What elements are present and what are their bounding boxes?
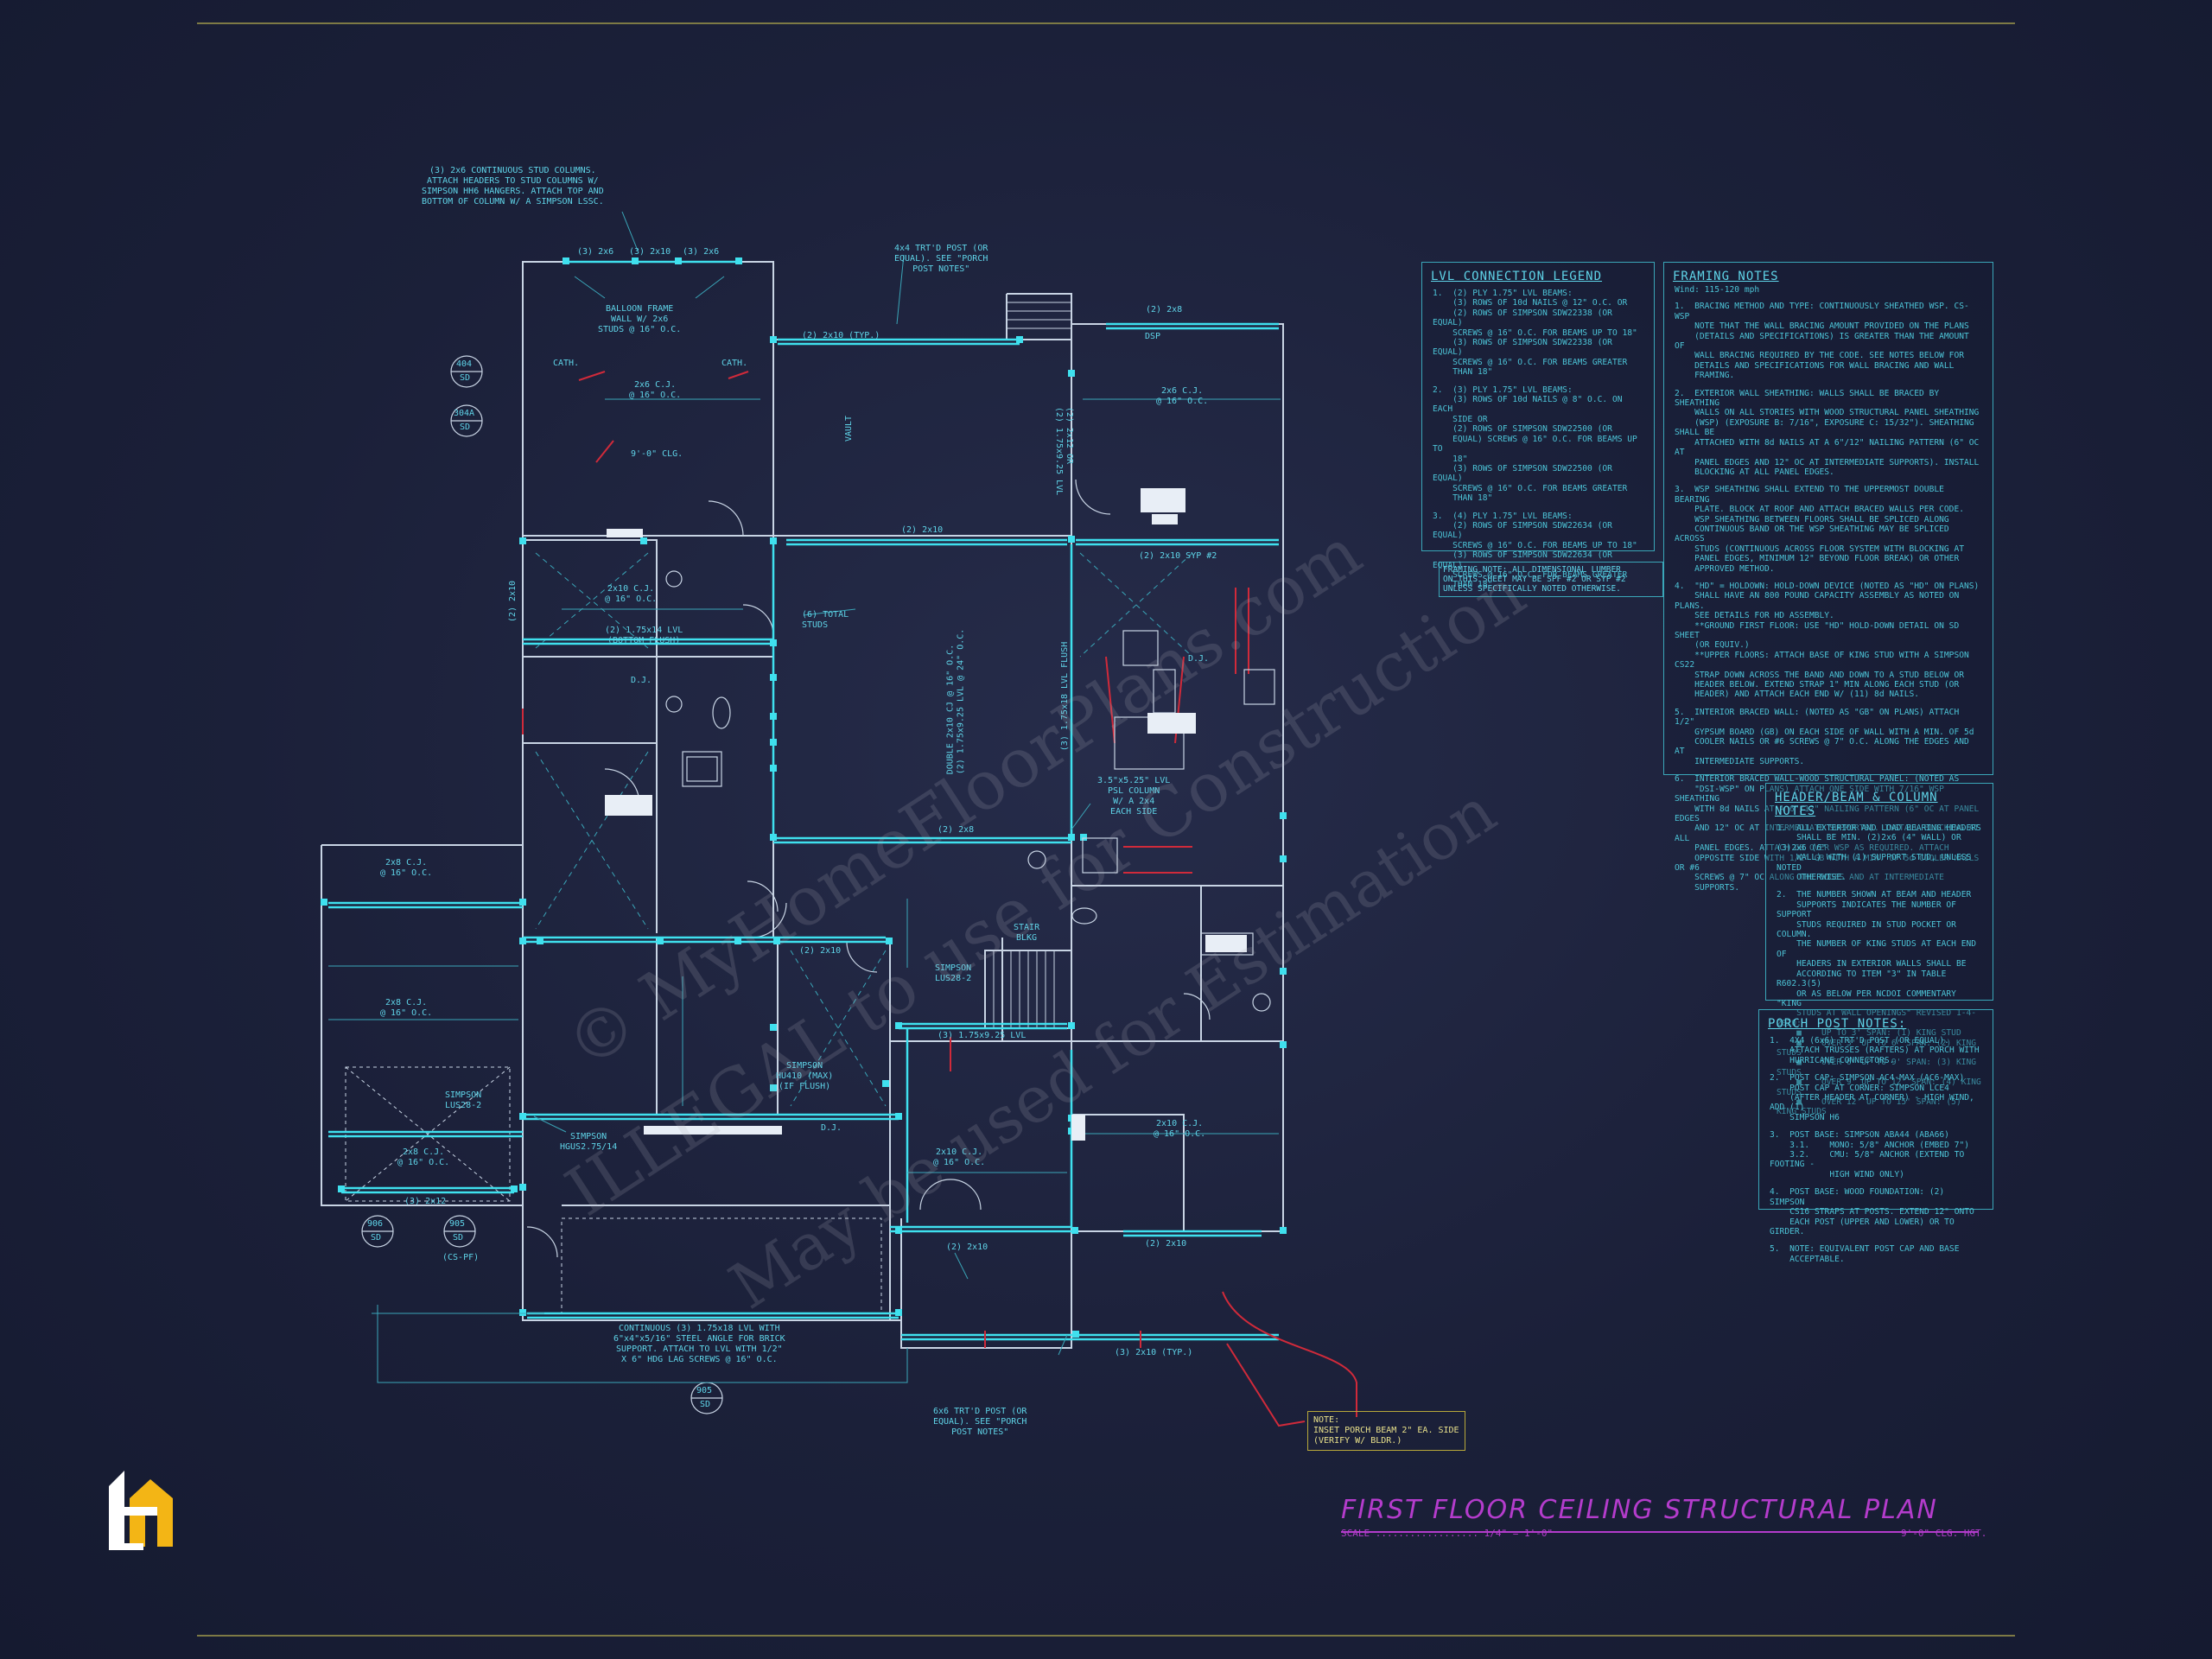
bottom-border-rule (197, 1635, 2015, 1637)
member-cj-2x10-lower-right: 2x10 C.J. @ 16" O.C. (933, 1147, 986, 1167)
callout-simpson-lus-left: SIMPSON LUS28-2 (445, 1090, 482, 1110)
label-dj: D.J. (631, 676, 652, 685)
porch-note-item: 2. POST CAP: SIMPSON AC4-MAX (AC6-MAX) P… (1770, 1073, 1974, 1122)
section-mark-404-num: 404 (456, 359, 473, 369)
member-2x10-bottom: (2) 2x10 (946, 1243, 988, 1252)
porch-note-item: 1. 4X4 (6x6) TRT'D POST (OR EQUAL). ATTA… (1770, 1036, 1980, 1065)
lvl-connection-legend-panel: LVL CONNECTION LEGEND 1. (2) PLY 1.75" L… (1421, 262, 1655, 589)
lvl-legend-item: 2. (3) PLY 1.75" LVL BEAMS: (3) ROWS OF … (1433, 385, 1637, 504)
label-clg: 9'-0" CLG. (631, 449, 683, 459)
member-2x8-mid: (2) 2x8 (938, 825, 975, 835)
lvl-legend-item: 3. (4) PLY 1.75" LVL BEAMS: (2) ROWS OF … (1433, 511, 1637, 590)
member-2x10-syp: (2) 2x10 SYP #2 (1139, 551, 1217, 561)
section-mark-906-num: 906 (367, 1219, 384, 1229)
callout-total-studs: (6) TOTAL STUDS (802, 610, 849, 630)
member-lvl-bottom-flush: (2) 1.75x14 LVL (BOTTOM FLUSH) (605, 626, 683, 645)
framing-note-item: 2. EXTERIOR WALL SHEATHING: WALLS SHALL … (1675, 388, 1980, 477)
header-note-item: 1. ALL EXTERIOR AND LOAD BEARING HEADERS… (1777, 823, 1981, 883)
callout-stud-columns: (3) 2x6 CONTINUOUS STUD COLUMNS. ATTACH … (422, 166, 604, 207)
member-2x10-typ: (2) 2x10 (TYP.) (802, 331, 880, 340)
label-dsp: DSP (1145, 332, 1161, 341)
label-dj-3: D.J. (821, 1123, 842, 1133)
member-3-2x6-a: (3) 2x6 (577, 247, 614, 257)
member-cj-2x6-right: 2x6 C.J. @ 16" O.C. (1156, 386, 1209, 406)
member-2x12-right-vertical: (2) 2x12 OR (2) 1.75x9.25 LVL (1054, 406, 1075, 496)
member-cj-2x10-left: 2x10 C.J. @ 16" O.C. (605, 584, 658, 604)
member-2x10-typ-bottom: (3) 2x10 (TYP.) (1115, 1348, 1193, 1357)
note-porch-beam: NOTE: INSET PORCH BEAM 2" EA. SIDE (VERI… (1307, 1411, 1465, 1451)
header-note-item: 2. THE NUMBER SHOWN AT BEAM AND HEADER S… (1777, 890, 1981, 1117)
member-3-2x12: (3) 2x12 (404, 1197, 447, 1206)
callout-porch-post-bottom: 6x6 TRT'D POST (OR EQUAL). SEE "PORCH PO… (933, 1407, 1027, 1437)
member-3-2x6-b: (3) 2x6 (683, 247, 720, 257)
header-beam-column-notes-panel: HEADER/BEAM & COLUMN NOTES 1. ALL EXTERI… (1765, 783, 1993, 1116)
lvl-legend-title: LVL CONNECTION LEGEND (1431, 270, 1603, 283)
member-lvl-lower: (3) 1.75x9.25 LVL (938, 1031, 1027, 1040)
sheet-title: FIRST FLOOR CEILING STRUCTURAL PLAN (1341, 1495, 1938, 1525)
member-2x10-left-vertical: (2) 2x10 (508, 580, 518, 623)
ceiling-height: 9'-0" CLG. HGT. (1901, 1528, 1987, 1539)
member-cj-2x6: 2x6 C.J. @ 16" O.C. (629, 380, 682, 400)
member-2x10-lower: (2) 2x10 (799, 946, 842, 956)
section-mark-906-sheet: SD (371, 1233, 382, 1243)
framing-notes-panel: FRAMING NOTES Wind: 115-120 mph 1. BRACI… (1663, 262, 1993, 893)
member-cj-2x8-left-2: 2x8 C.J. @ 16" O.C. (380, 998, 433, 1018)
top-border-rule (197, 22, 2015, 24)
framing-note-item: 3. WSP SHEATHING SHALL EXTEND TO THE UPP… (1675, 485, 1965, 574)
title-underline (1341, 1531, 1979, 1533)
framing-note-item: 5. INTERIOR BRACED WALL: (NOTED AS "GB" … (1675, 707, 1974, 766)
member-2x10-mid: (2) 2x10 (901, 525, 944, 535)
house-logo-icon (109, 1471, 173, 1550)
porch-post-notes-panel: PORCH POST NOTES: 1. 4X4 (6x6) TRT'D POS… (1758, 1009, 1993, 1264)
framing-notes-title: FRAMING NOTES (1673, 270, 1779, 283)
section-mark-905b-sheet: SD (700, 1400, 711, 1409)
note-framing-lumber: FRAMING NOTE: ALL DIMENSIONAL LUMBER ON … (1439, 562, 1663, 597)
header-notes-title: HEADER/BEAM & COLUMN NOTES (1775, 791, 1938, 818)
callout-simpson-hu: SIMPSON HU410 (MAX) (IF FLUSH) (776, 1061, 834, 1091)
member-3-2x10: (3) 2x10 (629, 247, 671, 257)
label-cath-2: CATH. (721, 359, 748, 368)
label-cath: CATH. (553, 359, 580, 368)
scale-label: SCALE (1341, 1528, 1370, 1539)
member-2x10-bottom-2: (2) 2x10 (1145, 1239, 1187, 1249)
section-mark-905-num: 905 (449, 1219, 466, 1229)
framing-note-item: 6. INTERIOR BRACED WALL-WOOD STRUCTURAL … (1675, 774, 1980, 893)
callout-brick-lvl: CONTINUOUS (3) 1.75x18 LVL WITH 6"x4"x5/… (613, 1324, 785, 1364)
callout-balloon-frame: BALLOON FRAME WALL W/ 2x6 STUDS @ 16" O.… (598, 304, 682, 334)
framing-note-item: 1. BRACING METHOD AND TYPE: CONTINUOUSLY… (1675, 302, 1969, 381)
member-cj-2x10-lower-right-2: 2x10 C.J. @ 16" O.C. (1154, 1119, 1206, 1139)
section-mark-404-sheet: SD (460, 373, 471, 383)
sheet-scale: SCALE .................. 1/4" = 1'-0" (1341, 1528, 1553, 1539)
member-cj-2x8-left: 2x8 C.J. @ 16" O.C. (380, 858, 433, 878)
porch-note-item: 5. NOTE: EQUIVALENT POST CAP AND BASE AC… (1770, 1244, 1960, 1264)
scale-leader: .................. (1375, 1528, 1484, 1539)
section-mark-905-sheet: SD (453, 1233, 464, 1243)
member-2x8-top: (2) 2x8 (1146, 305, 1183, 315)
framing-notes-subtitle: Wind: 115-120 mph (1675, 285, 1760, 295)
section-mark-905b-num: 905 (696, 1386, 713, 1395)
callout-simpson-lus: SIMPSON LUS28-2 (935, 963, 972, 983)
label-vault: VAULT (844, 415, 855, 442)
callout-porch-post-top: 4x4 TRT'D POST (OR EQUAL). SEE "PORCH PO… (894, 244, 988, 274)
porch-notes-title: PORCH POST NOTES: (1768, 1017, 1907, 1031)
member-cj-2x8-left-3: 2x8 C.J. @ 16" O.C. (397, 1147, 450, 1167)
callout-simpson-hgus: SIMPSON HGUS2.75/14 (560, 1132, 618, 1152)
label-stair-blkg: STAIR BLKG (1014, 923, 1040, 943)
label-cs-pf: (CS-PF) (442, 1253, 480, 1262)
framing-note-item: 4. "HD" = HOLDOWN: HOLD-DOWN DEVICE (NOT… (1675, 581, 1980, 700)
porch-note-item: 4. POST BASE: WOOD FOUNDATION: (2) SIMPS… (1770, 1187, 1974, 1236)
section-mark-304a-sheet: SD (460, 423, 471, 432)
section-mark-304a-num: 304A (454, 409, 475, 418)
porch-note-item: 3. POST BASE: SIMPSON ABA44 (ABA66) 3.1.… (1770, 1130, 1970, 1179)
label-dj-2: D.J. (1188, 654, 1210, 664)
callout-psl-column: 3.5"x5.25" LVL PSL COLUMN W/ A 2x4 EACH … (1097, 776, 1171, 817)
lvl-legend-item: 1. (2) PLY 1.75" LVL BEAMS: (3) ROWS OF … (1433, 289, 1637, 378)
scale-value: 1/4" = 1'-0" (1484, 1528, 1554, 1539)
